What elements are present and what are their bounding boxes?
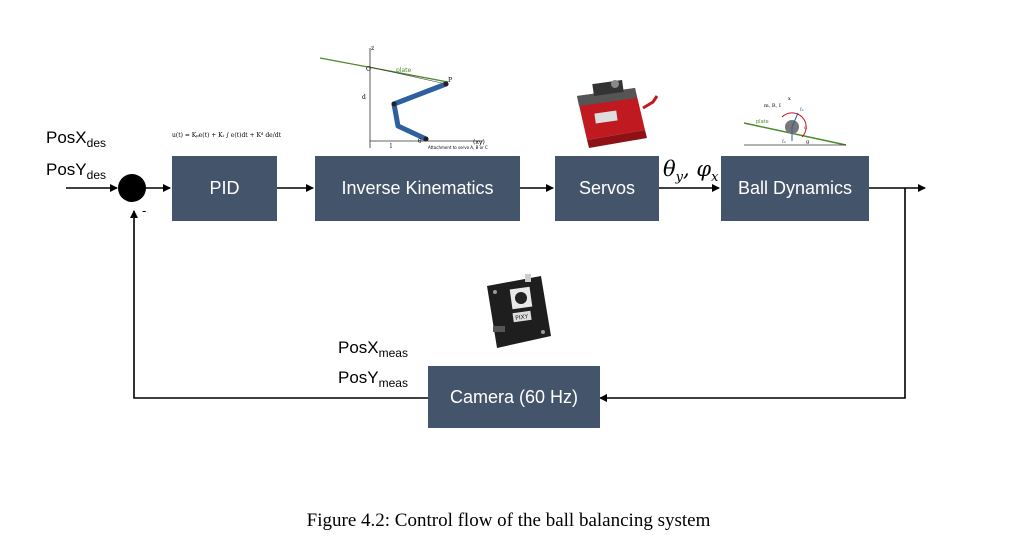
svg-text:plate: plate <box>396 67 412 74</box>
camera-label: Camera (60 Hz) <box>449 386 579 407</box>
posy-des-label: PosYdes <box>46 160 106 182</box>
svg-text:α: α <box>804 125 808 131</box>
posx-des-label: PosXdes <box>46 128 106 150</box>
svg-text:f₂: f₂ <box>782 139 786 145</box>
inverse-kinematics-block: Inverse Kinematics <box>315 156 520 221</box>
svg-text:z: z <box>371 45 374 52</box>
svg-text:O: O <box>366 66 371 73</box>
servos-label: Servos <box>578 178 636 198</box>
servos-block: Servos <box>555 156 659 221</box>
svg-text:f₁: f₁ <box>800 107 804 113</box>
posx-meas-label: PosXmeas <box>338 338 408 360</box>
pixy-camera-picture: PIXY <box>487 274 551 348</box>
ball-dynamics-block: Ball Dynamics <box>721 156 869 221</box>
feedback-path-left <box>130 210 428 399</box>
svg-text:θ: θ <box>418 138 422 145</box>
servo-picture <box>577 79 659 148</box>
svg-text:l: l <box>390 143 392 150</box>
svg-text:Attachment to servo A, B or C: Attachment to servo A, B or C <box>428 145 488 150</box>
plate-angles-label: θy, φx <box>663 157 719 186</box>
svg-text:x: x <box>788 96 791 102</box>
svg-text:(xy): (xy) <box>473 139 485 146</box>
svg-text:d: d <box>362 94 366 101</box>
pid-block: PID <box>172 156 277 221</box>
posy-meas-label: PosYmeas <box>338 368 408 390</box>
feedback-path-right <box>599 188 906 402</box>
inverse-kinematics-sketch: z O P plate d l θ (xy) Attachment to ser… <box>319 45 488 150</box>
camera-block: Camera (60 Hz) <box>428 366 600 428</box>
summing-minus-sign: - <box>142 203 147 218</box>
pid-label: PID <box>209 178 240 198</box>
summing-junction <box>118 174 146 202</box>
svg-text:plate: plate <box>756 119 769 125</box>
svg-text:P: P <box>448 77 452 84</box>
svg-text:m, R, I: m, R, I <box>764 103 781 109</box>
inverse-kinematics-label: Inverse Kinematics <box>341 178 494 198</box>
svg-text:PIXY: PIXY <box>515 313 529 322</box>
ball-dynamics-sketch: m, R, I x plate f₁ f₂ α g <box>743 96 847 146</box>
pid-formula: u(t) = Kₚe(t) + Kᵢ ∫ e(t)dt + Kᵈ de/dt <box>172 132 281 139</box>
figure-caption: Figure 4.2: Control flow of the ball bal… <box>306 510 711 531</box>
ball-dynamics-label: Ball Dynamics <box>737 178 853 198</box>
svg-text:g: g <box>806 139 810 145</box>
